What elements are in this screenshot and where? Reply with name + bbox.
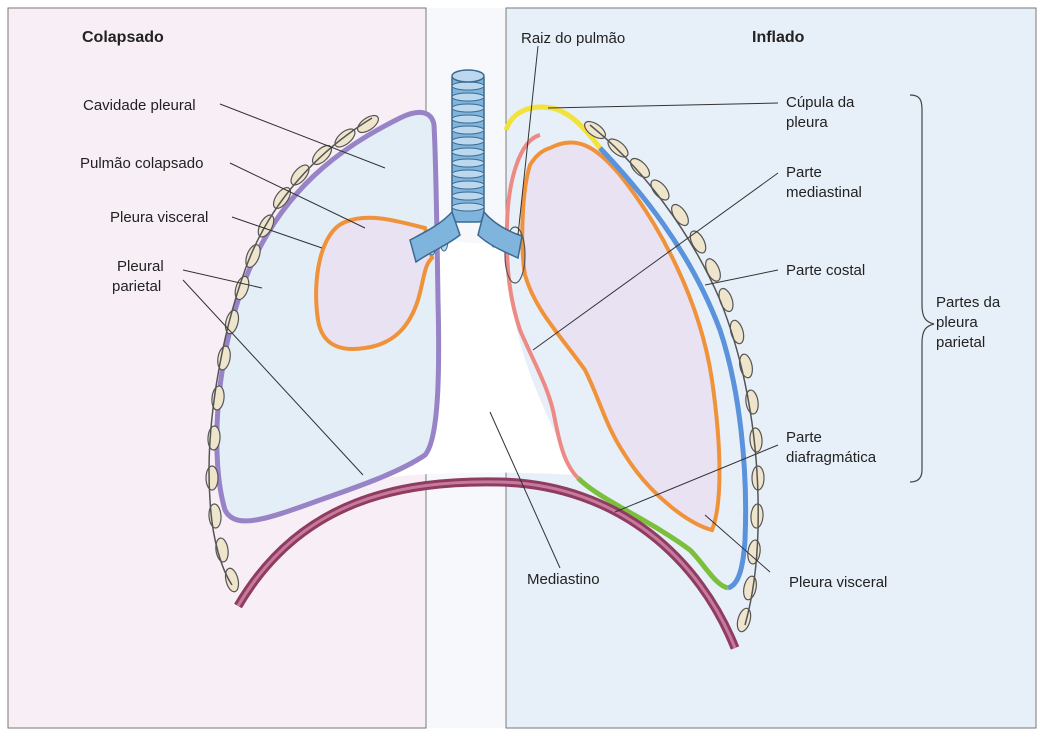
trachea-ring bbox=[452, 203, 484, 211]
label-parte-costal: Parte costal bbox=[786, 262, 865, 279]
left-panel-title: Colapsado bbox=[82, 29, 164, 46]
trachea-ring bbox=[452, 82, 484, 90]
label-parte-mediastinal-2: mediastinal bbox=[786, 184, 862, 201]
label-pleura-visceral-right: Pleura visceral bbox=[789, 574, 887, 591]
trachea-ring bbox=[452, 93, 484, 101]
trachea-ring bbox=[452, 115, 484, 123]
label-pleural-parietal-1: Pleural bbox=[117, 258, 164, 275]
label-raiz-do-pulmao: Raiz do pulmão bbox=[521, 30, 625, 47]
label-partes-2: pleura bbox=[936, 314, 978, 331]
right-panel-title: Inflado bbox=[752, 29, 805, 46]
label-mediastino: Mediastino bbox=[527, 571, 600, 588]
trachea-ring bbox=[452, 170, 484, 178]
label-pleural-parietal-2: parietal bbox=[112, 278, 161, 295]
trachea-ring bbox=[452, 126, 484, 134]
trachea-ring bbox=[452, 181, 484, 189]
label-cavidade-pleural: Cavidade pleural bbox=[83, 97, 196, 114]
label-parte-diafragmatica-2: diafragmática bbox=[786, 449, 877, 466]
rib bbox=[206, 466, 218, 490]
label-pleura-visceral-left: Pleura visceral bbox=[110, 209, 208, 226]
label-parte-diafragmatica-1: Parte bbox=[786, 429, 822, 446]
label-partes-1: Partes da bbox=[936, 294, 1001, 311]
label-pulmao-colapsado: Pulmão colapsado bbox=[80, 155, 203, 172]
label-cupula-1: Cúpula da bbox=[786, 94, 855, 111]
trachea-ring bbox=[452, 104, 484, 112]
trachea-ring bbox=[452, 137, 484, 145]
trachea-ring bbox=[452, 159, 484, 167]
label-cupula-2: pleura bbox=[786, 114, 828, 131]
trachea-ring bbox=[452, 148, 484, 156]
label-partes-3: parietal bbox=[936, 334, 985, 351]
trachea-ring bbox=[452, 192, 484, 200]
label-parte-mediastinal-1: Parte bbox=[786, 164, 822, 181]
